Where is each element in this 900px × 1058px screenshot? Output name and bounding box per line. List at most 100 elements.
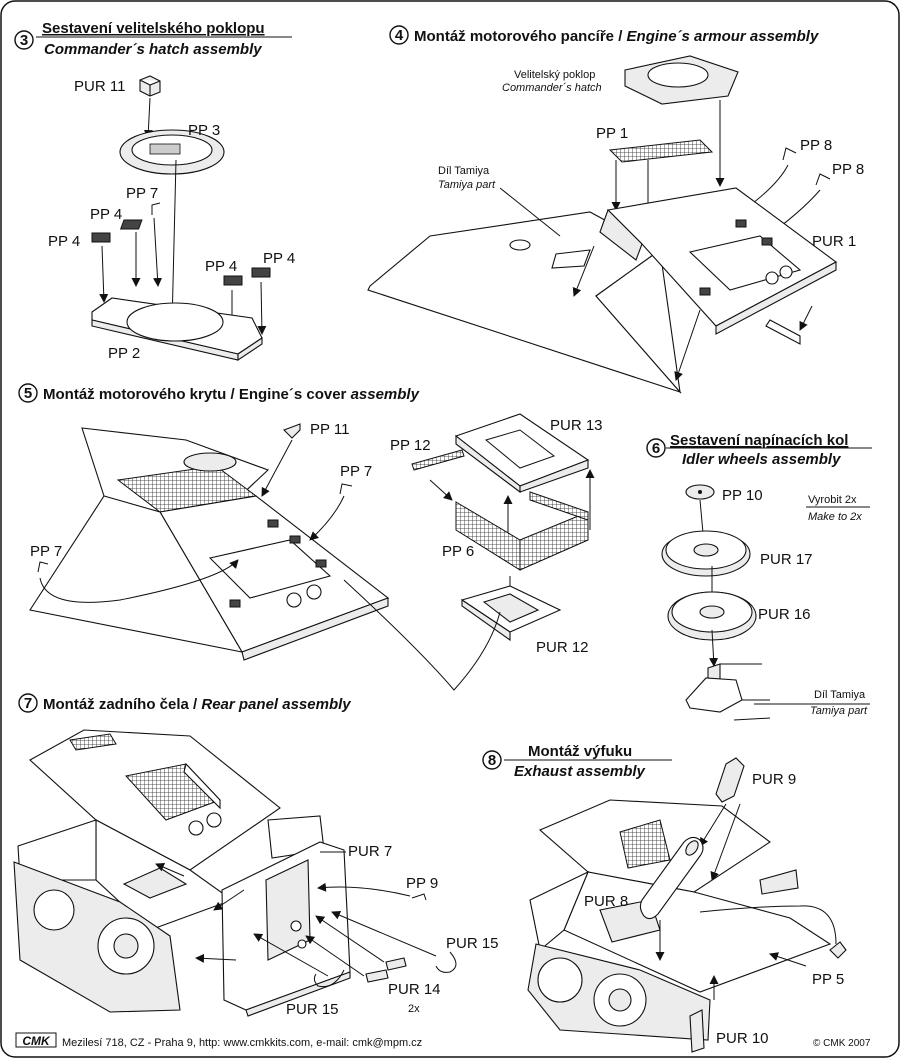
footer-copyright: © CMK 2007 xyxy=(813,1038,871,1049)
pp4-part-c xyxy=(223,275,243,286)
pp8-label-a: PP 8 xyxy=(800,137,832,154)
section-4-title: Montáž motorového pancíře / Engine´s arm… xyxy=(414,28,819,45)
idler-tamiya-label-en: Tamiya part xyxy=(810,705,868,717)
pur15-hook-b xyxy=(313,969,345,988)
deck-arrow-c xyxy=(799,305,813,331)
pur11-label: PUR 11 xyxy=(74,78,125,95)
pp6-mesh-box xyxy=(455,491,589,571)
footer: CMK Mezilesí 718, CZ - Praha 9, http: ww… xyxy=(15,1032,871,1049)
pp1-grille xyxy=(608,139,714,163)
pp2-plate xyxy=(91,297,263,362)
pp4-label-d: PP 4 xyxy=(263,250,295,267)
pp8-part-b xyxy=(815,173,831,186)
section-7-title-en: Rear panel assembly xyxy=(201,696,351,713)
pp3-arrow xyxy=(167,159,177,326)
pur14-arrow-a xyxy=(305,935,365,977)
pur8-muffler xyxy=(639,836,704,920)
pp5-arrow xyxy=(769,952,807,967)
cmk-logo-box xyxy=(15,1032,57,1048)
pp5-label: PP 5 xyxy=(812,971,844,988)
pp5-bracket xyxy=(829,941,847,959)
section-4-title-sep: / xyxy=(614,28,627,45)
pp7-arrow-a xyxy=(309,495,345,541)
section-5-number: 5 xyxy=(24,385,32,402)
section-7-title: Montáž zadního čela / Rear panel assembl… xyxy=(43,696,351,713)
section-4-number-badge: 4 xyxy=(389,25,409,45)
deck-arrow-a xyxy=(572,245,595,297)
pp5-route-line xyxy=(699,905,837,945)
rear-arrow-a xyxy=(155,863,185,877)
pp4-arrow-b xyxy=(99,245,109,303)
exhaust-tracks xyxy=(527,943,711,1041)
section-3-number: 3 xyxy=(20,32,28,49)
section-7-rear-panel: 7 Montáž zadního čela / Rear panel assem… xyxy=(13,693,499,1018)
pp8-label-b: PP 8 xyxy=(832,161,864,178)
section-5-title: Montáž motorového krytu / Engine´s cover… xyxy=(43,386,420,403)
section-4-title-cz: Montáž motorového pancíře xyxy=(414,28,614,45)
pur14-qty: 2x xyxy=(408,1003,420,1015)
pur10-label: PUR 10 xyxy=(716,1030,769,1047)
section-6-title-cz: Sestavení napínacích kol xyxy=(670,432,848,449)
tamiya-leader xyxy=(499,187,561,237)
pp9-label: PP 9 xyxy=(406,875,438,892)
section-4-engine-armour: 4 Montáž motorového pancíře / Engine´s a… xyxy=(367,25,864,394)
pur16-wheel xyxy=(667,591,757,641)
make-label-cz: Vyrobit 2x xyxy=(808,494,857,506)
section-3-title-en: Commander´s hatch assembly xyxy=(44,41,262,58)
pp12-strip xyxy=(411,449,465,471)
pp7-label-a: PP 7 xyxy=(340,463,372,480)
pp7-part-b xyxy=(37,561,49,573)
section-7-title-cz: Montáž zadního čela xyxy=(43,696,190,713)
pur15-arrow-a xyxy=(331,910,437,957)
section-8-number-badge: 8 xyxy=(482,750,502,770)
section-6-idler: 6 Sestavení napínacích kol Idler wheels … xyxy=(646,432,872,721)
pp7-part-a xyxy=(339,483,353,495)
pur1-label: PUR 1 xyxy=(812,233,856,250)
section-6-number: 6 xyxy=(652,440,660,457)
pp7-label-b: PP 7 xyxy=(30,543,62,560)
pur15-arrow-b xyxy=(253,933,329,977)
pur8-label: PUR 8 xyxy=(584,893,628,910)
pp8-part-a xyxy=(782,147,797,161)
hatch-label-en: Commander´s hatch xyxy=(502,82,602,94)
pp11-arrow xyxy=(261,439,293,497)
section-7-number: 7 xyxy=(24,695,32,712)
pp12-label: PP 12 xyxy=(390,437,431,454)
pur15-hook-a xyxy=(435,951,457,973)
pp10-disc xyxy=(685,484,715,500)
pur12-frame xyxy=(460,585,562,642)
section-5-number-badge: 5 xyxy=(18,383,38,403)
section-3-number-badge: 3 xyxy=(14,30,34,50)
pp7-part xyxy=(151,202,161,215)
pur11-arrow xyxy=(143,97,153,139)
pur9-label: PUR 9 xyxy=(752,771,796,788)
section-6-title-en: Idler wheels assembly xyxy=(682,451,841,468)
pur9-arrow xyxy=(699,803,727,847)
pur17-label: PUR 17 xyxy=(760,551,813,568)
section-8-title-en: Exhaust assembly xyxy=(514,763,646,780)
pp10-label: PP 10 xyxy=(722,487,763,504)
tamiya-label-en: Tamiya part xyxy=(438,179,496,191)
pp3-ring xyxy=(119,129,225,175)
cmk-logo: CMK xyxy=(22,1034,51,1048)
section-4-number: 4 xyxy=(395,27,404,44)
pur9-arrow-b xyxy=(710,803,741,881)
engine-cover-hull xyxy=(29,427,390,661)
pp4-part-d xyxy=(251,267,271,278)
pp4-arrow-d xyxy=(257,281,267,335)
pp7-arrow xyxy=(153,217,163,287)
pur1-engine-deck xyxy=(599,187,838,335)
section-7-number-badge: 7 xyxy=(18,693,38,713)
section-4-title-en: Engine´s armour assembly xyxy=(627,28,819,45)
pp11-label: PP 11 xyxy=(310,421,349,438)
pp7-arrow-b xyxy=(39,559,239,603)
pur16-label: PUR 16 xyxy=(758,606,811,623)
pp1-label: PP 1 xyxy=(596,125,628,142)
rear-hull-assembly xyxy=(17,729,325,931)
pur14-bolts xyxy=(365,957,407,983)
make-label-en: Make to 2x xyxy=(808,511,862,523)
pp2-label: PP 2 xyxy=(108,345,140,362)
pp4-part-a xyxy=(119,219,143,230)
